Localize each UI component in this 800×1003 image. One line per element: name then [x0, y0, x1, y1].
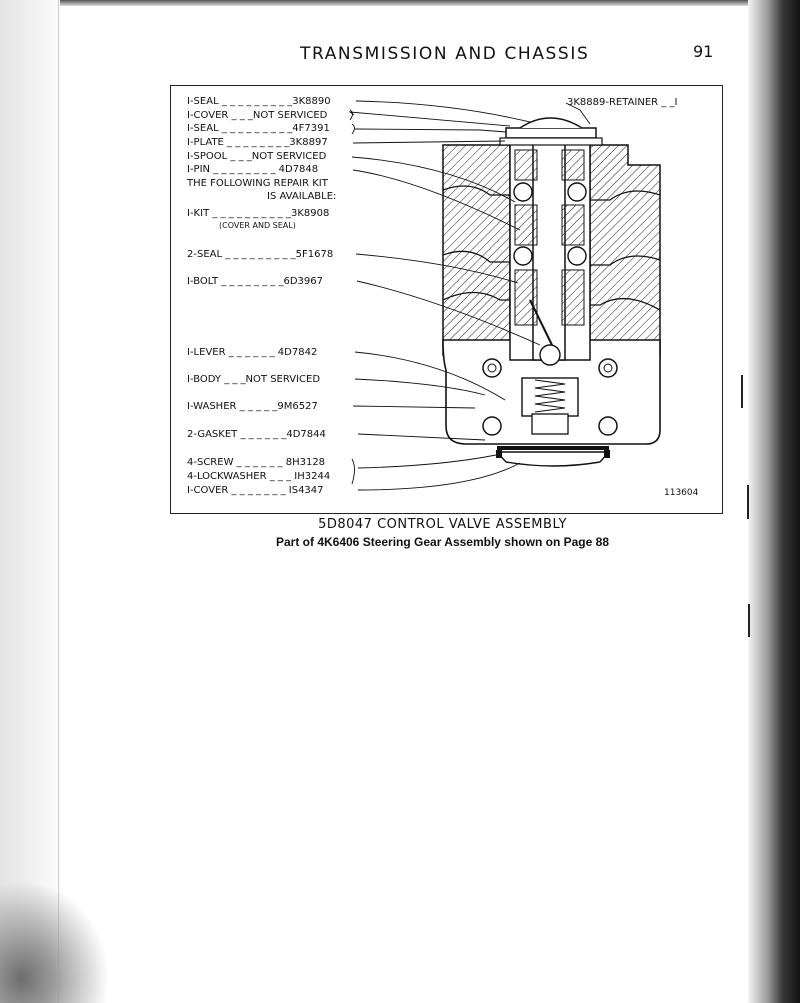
scan-mark [747, 485, 749, 519]
page-edge-line [58, 0, 59, 1003]
callout-gasket: 2-GASKET _ _ _ _ _ _4D7844 [187, 429, 326, 440]
page-number: 91 [693, 42, 714, 61]
scan-bottom-left-shade [0, 880, 110, 1003]
scan-left-shadow [0, 0, 66, 1003]
callout-spool: I-SPOOL _ _ _NOT SERVICED [187, 151, 327, 162]
callout-pin: I-PIN _ _ _ _ _ _ _ _ 4D7848 [187, 164, 319, 175]
callout-cover-is4347: I-COVER _ _ _ _ _ _ _ IS4347 [187, 485, 324, 496]
repair-kit-note: THE FOLLOWING REPAIR KIT [187, 178, 328, 189]
figure-number: 113604 [664, 488, 699, 498]
callout-kit: I-KIT _ _ _ _ _ _ _ _ _ _3K8908 [187, 208, 330, 219]
callout-seal-3k8890: I-SEAL _ _ _ _ _ _ _ _ _3K8890 [187, 96, 331, 107]
caption-subtitle: Part of 4K6406 Steering Gear Assembly sh… [275, 535, 609, 549]
callout-body: I-BODY _ _ _NOT SERVICED [187, 374, 321, 385]
callout-plate: I-PLATE _ _ _ _ _ _ _ _3K8897 [187, 137, 328, 148]
scan-mark [748, 604, 750, 637]
callout-lever: I-LEVER _ _ _ _ _ _ 4D7842 [187, 347, 318, 358]
callout-bolt: I-BOLT _ _ _ _ _ _ _ _6D3967 [187, 276, 324, 287]
callout-retainer: 3K8889-RETAINER _ _I [567, 97, 678, 108]
scan-binding-shadow [748, 0, 800, 1003]
repair-kit-note-2: IS AVAILABLE: [267, 191, 337, 202]
callout-screw: 4-SCREW _ _ _ _ _ _ 8H3128 [187, 457, 326, 468]
scan-top-edge [60, 0, 800, 6]
caption-title: 5D8047 CONTROL VALVE ASSEMBLY [318, 517, 567, 532]
callout-kit-contents: (COVER AND SEAL) [219, 221, 296, 230]
callout-lockwasher: 4-LOCKWASHER _ _ _ IH3244 [187, 471, 331, 482]
callout-seal-5f1678: 2-SEAL _ _ _ _ _ _ _ _ _5F1678 [187, 249, 334, 260]
figure-frame [170, 85, 723, 514]
callout-cover: I-COVER _ _ _NOT SERVICED [187, 110, 328, 121]
callout-seal-4f7391: I-SEAL _ _ _ _ _ _ _ _ _4F7391 [187, 123, 330, 134]
callout-washer: I-WASHER _ _ _ _ _9M6527 [187, 401, 318, 412]
running-head: TRANSMISSION AND CHASSIS [300, 44, 590, 64]
scan-mark [741, 375, 743, 408]
